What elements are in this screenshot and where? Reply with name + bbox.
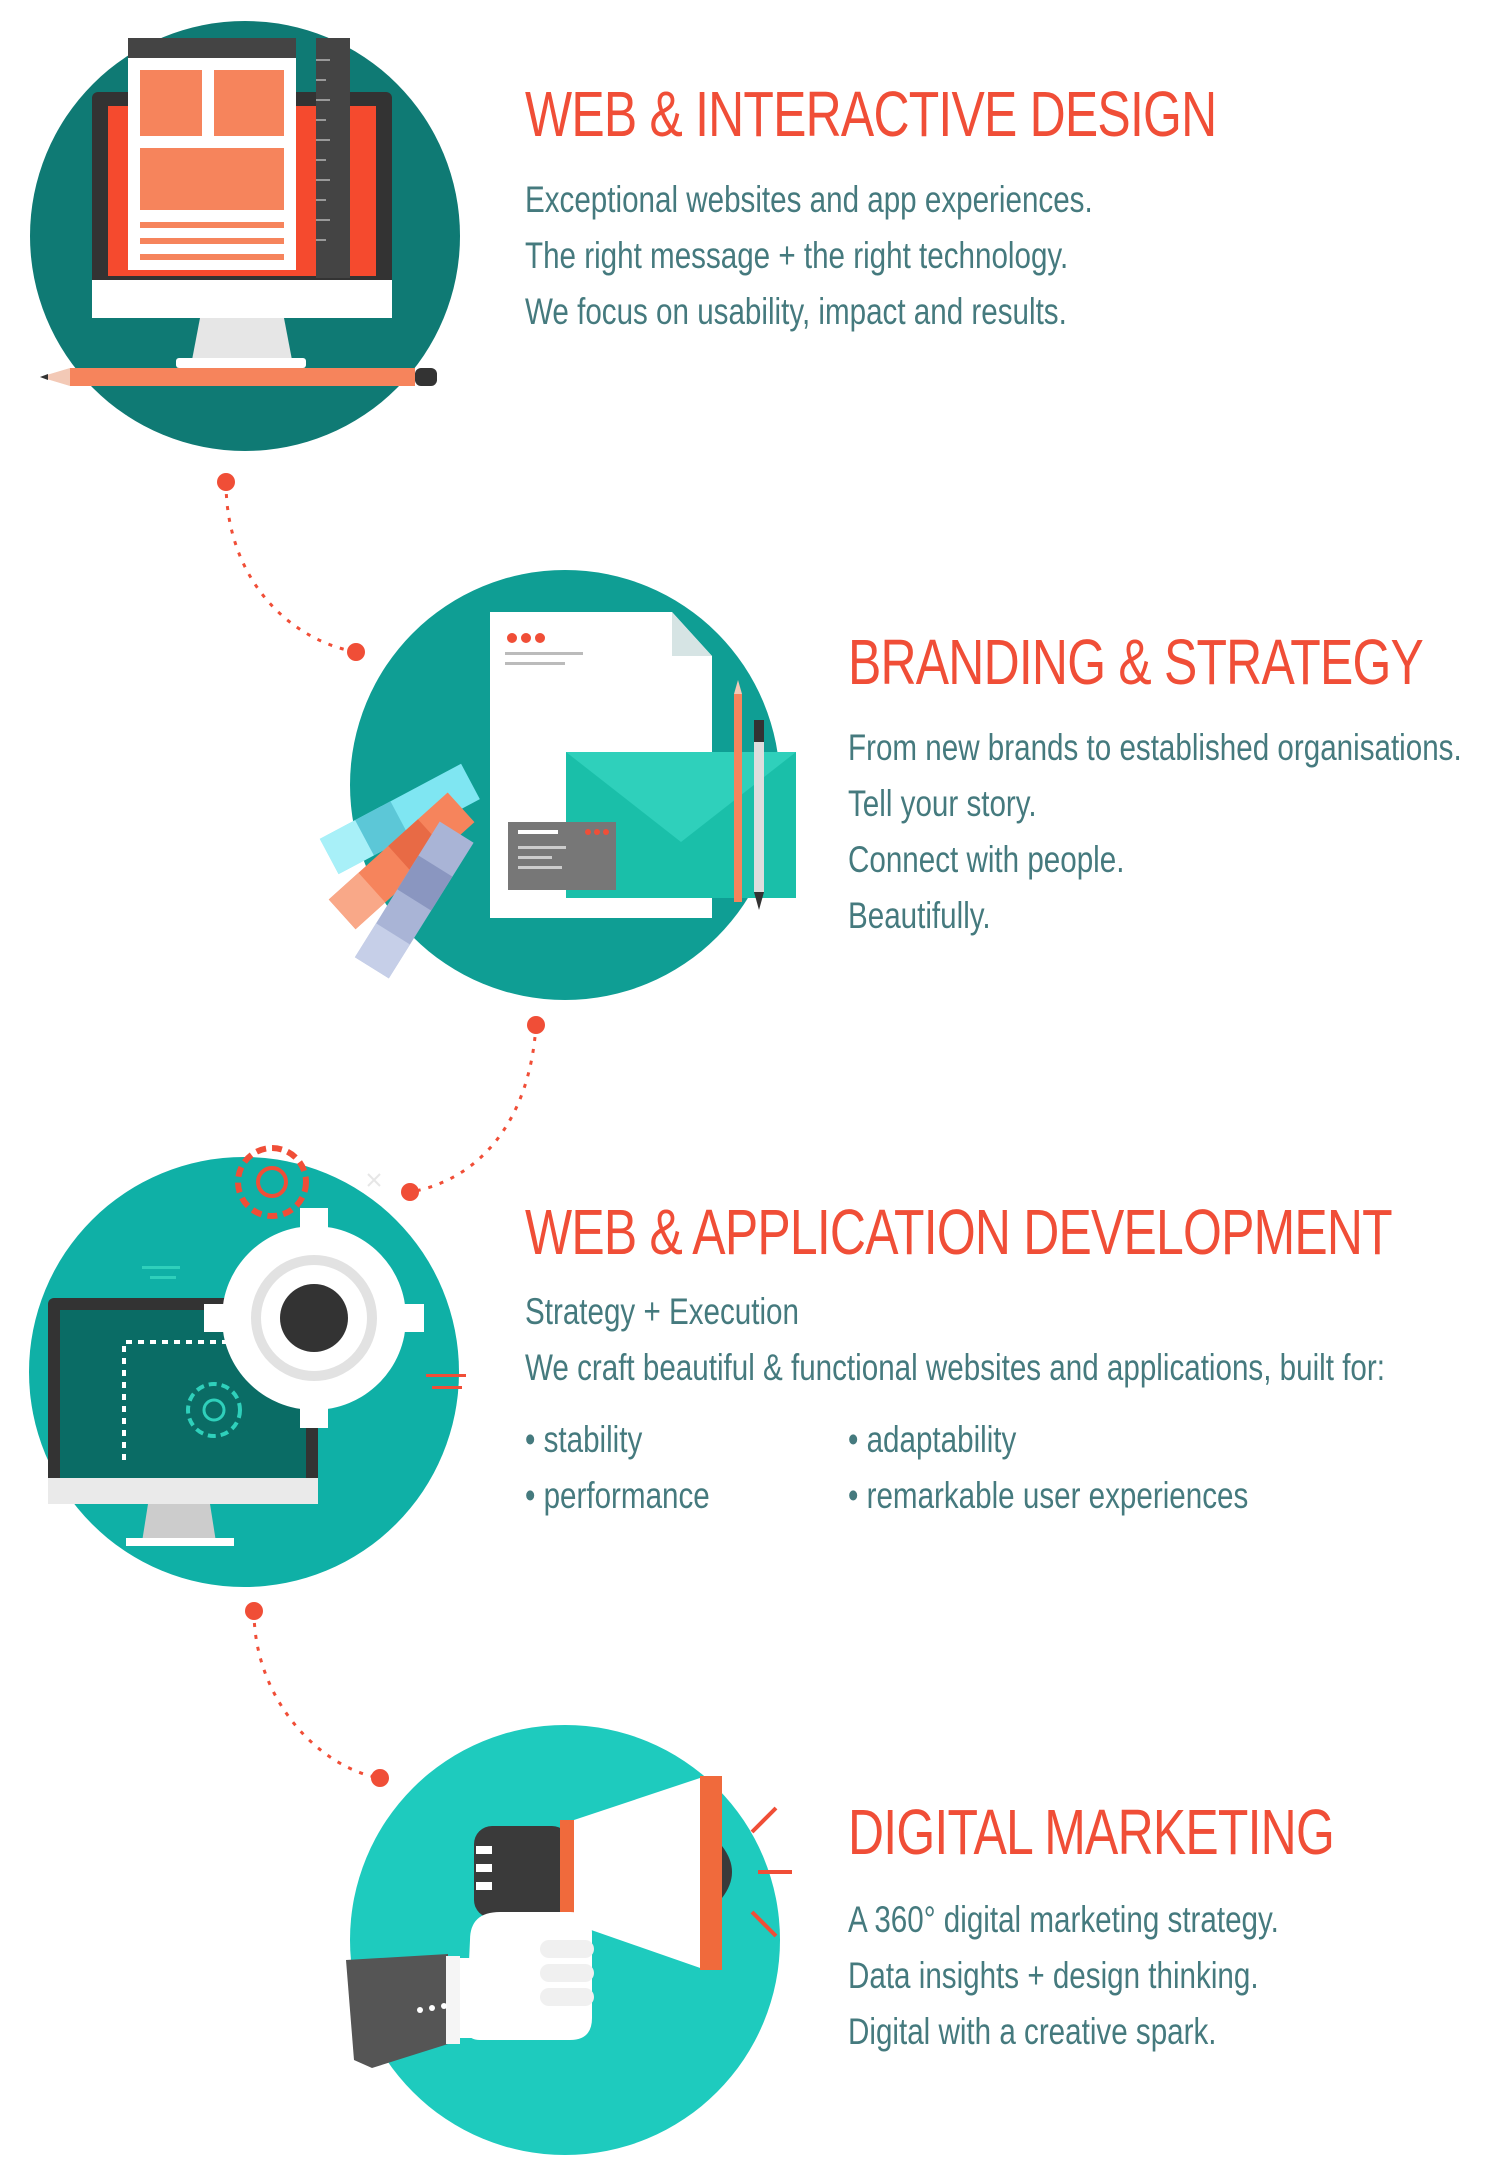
section-description: Exceptional websites and app experiences… [525, 172, 1093, 340]
connector-2 [401, 1016, 545, 1201]
section-title: DIGITAL MARKETING [848, 1796, 1335, 1868]
section-description: A 360° digital marketing strategy. Data … [848, 1892, 1279, 2060]
section-description: From new brands to established organisat… [848, 720, 1462, 944]
bullet-item: • adaptability [848, 1419, 1017, 1460]
description-line: Tell your story. [848, 783, 1037, 824]
description-line: We craft beautiful & functional websites… [525, 1347, 1385, 1388]
description-line: Exceptional websites and app experiences… [525, 179, 1093, 220]
bullet-item: • stability [525, 1419, 643, 1460]
bullet-item: • remarkable user experiences [848, 1475, 1249, 1516]
stationery-branding-icon [319, 570, 796, 1000]
desktop-monitor-icon [30, 21, 460, 451]
bullet-item: • performance [525, 1475, 710, 1516]
description-line: Beautifully. [848, 895, 991, 936]
section-description: Strategy + Execution We craft beautiful … [525, 1284, 1385, 1396]
connector-1 [217, 473, 365, 661]
connector-3 [245, 1602, 389, 1787]
description-line: We focus on usability, impact and result… [525, 291, 1067, 332]
megaphone-icon [346, 1725, 792, 2155]
section-title: BRANDING & STRATEGY [848, 626, 1424, 698]
gear-monitor-icon [29, 1145, 466, 1587]
description-line: Connect with people. [848, 839, 1125, 880]
description-line: Data insights + design thinking. [848, 1955, 1259, 1996]
section-title: WEB & APPLICATION DEVELOPMENT [525, 1196, 1393, 1268]
section-title: WEB & INTERACTIVE DESIGN [525, 78, 1217, 150]
description-line: The right message + the right technology… [525, 235, 1069, 276]
description-line: A 360° digital marketing strategy. [848, 1899, 1279, 1940]
description-line: Digital with a creative spark. [848, 2011, 1217, 2052]
description-line: From new brands to established organisat… [848, 727, 1462, 768]
description-line: Strategy + Execution [525, 1291, 799, 1332]
